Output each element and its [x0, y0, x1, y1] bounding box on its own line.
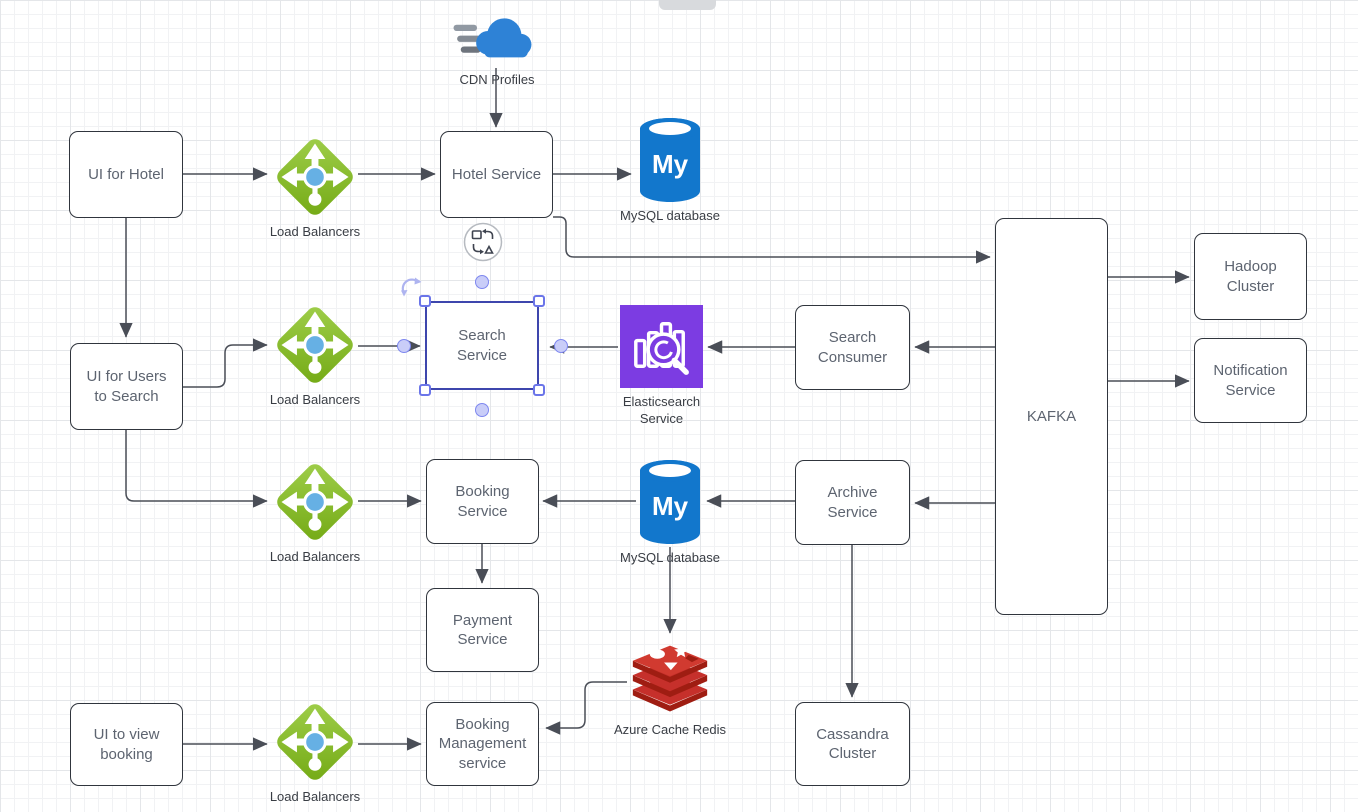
node-mysql-database-1[interactable]: My MySQL database [620, 117, 720, 223]
node-label: Hadoop Cluster [1224, 258, 1277, 295]
node-label: Cassandra Cluster [816, 725, 889, 763]
node-label: Booking Management service [438, 715, 527, 772]
svg-text:My: My [652, 149, 689, 179]
node-caption: Load Balancers [269, 224, 361, 239]
node-caption: MySQL database [620, 208, 720, 223]
edge-ui-users-to-lb3[interactable] [125, 430, 268, 508]
connection-point-bottom[interactable] [475, 403, 489, 417]
load-balancer-icon [277, 307, 353, 383]
canvas-top-tab[interactable] [659, 0, 716, 10]
node-caption: Azure Cache Redis [614, 722, 726, 737]
node-notification-service[interactable]: Notification Service [1194, 338, 1307, 423]
rotate-handle[interactable] [400, 275, 426, 297]
node-label: UI for Users to Search [86, 368, 167, 405]
node-caption: Elasticsearch Service [622, 394, 701, 426]
node-ui-to-view-booking[interactable]: UI to view booking [70, 703, 183, 786]
rotate-icon [401, 277, 422, 297]
node-elasticsearch-service[interactable]: Elasticsearch Service [620, 305, 703, 426]
edge-hotel-service-to-kafka[interactable] [553, 216, 991, 264]
node-label: Archive Service [827, 484, 878, 521]
node-label: KAFKA [1026, 407, 1077, 425]
svg-text:My: My [652, 491, 689, 521]
edge-redis-to-booking-management[interactable] [545, 681, 627, 735]
node-hotel-service[interactable]: Hotel Service [440, 131, 553, 218]
node-azure-cache-redis[interactable]: Azure Cache Redis [614, 638, 726, 737]
elasticsearch-icon [620, 305, 703, 388]
node-mysql-database-2[interactable]: My MySQL database [620, 459, 720, 565]
shape-picker-button[interactable] [463, 222, 503, 262]
node-label: Payment Service [452, 611, 513, 649]
node-hadoop-cluster[interactable]: Hadoop Cluster [1194, 233, 1307, 320]
connection-point-top[interactable] [475, 275, 489, 289]
node-label: Booking Service [455, 483, 510, 520]
mysql-database-icon: My [640, 118, 700, 202]
node-label: Search Consumer [817, 329, 888, 366]
selection-handle-nw[interactable] [419, 295, 431, 307]
node-payment-service[interactable]: Payment Service [426, 588, 539, 672]
selection-handle-sw[interactable] [419, 384, 431, 396]
node-label: UI to view booking [93, 726, 160, 763]
selection-handle-ne[interactable] [533, 295, 545, 307]
node-caption: Load Balancers [269, 789, 361, 804]
node-caption: CDN Profiles [459, 72, 535, 87]
load-balancer-icon [277, 139, 353, 215]
connection-point-right[interactable] [554, 338, 568, 353]
shape-picker-icon [463, 222, 503, 262]
cdn-cloud-icon [453, 18, 532, 58]
node-label: UI for Hotel [88, 165, 164, 183]
node-search-consumer[interactable]: Search Consumer [795, 305, 910, 390]
edge-ui-users-to-lb2[interactable] [183, 338, 268, 388]
node-label: Search Service [456, 327, 508, 364]
node-load-balancers-3[interactable]: Load Balancers [270, 459, 360, 564]
node-archive-service[interactable]: Archive Service [795, 460, 910, 545]
node-caption: Load Balancers [269, 549, 361, 564]
node-label: Notification Service [1213, 362, 1288, 399]
node-cassandra-cluster[interactable]: Cassandra Cluster [795, 702, 910, 786]
node-load-balancers-1[interactable]: Load Balancers [270, 134, 360, 239]
node-ui-for-hotel[interactable]: UI for Hotel [69, 131, 183, 218]
selection-handle-se[interactable] [533, 384, 545, 396]
load-balancer-icon [277, 464, 353, 540]
load-balancer-icon [277, 704, 353, 780]
node-caption: Load Balancers [269, 392, 361, 407]
connection-point-left[interactable] [397, 338, 411, 353]
node-booking-service[interactable]: Booking Service [426, 459, 539, 544]
node-kafka[interactable]: KAFKA [995, 218, 1108, 615]
redis-cache-icon [632, 644, 708, 712]
node-ui-for-users-to-search[interactable]: UI for Users to Search [70, 343, 183, 430]
node-cdn-profiles[interactable]: CDN Profiles [452, 12, 542, 87]
mysql-database-icon: My [640, 460, 700, 544]
node-booking-management-service[interactable]: Booking Management service [426, 702, 539, 786]
node-label: Hotel Service [451, 165, 542, 183]
node-load-balancers-2[interactable]: Load Balancers [270, 302, 360, 407]
node-search-service[interactable]: Search Service [425, 301, 539, 390]
node-load-balancers-4[interactable]: Load Balancers [270, 699, 360, 804]
